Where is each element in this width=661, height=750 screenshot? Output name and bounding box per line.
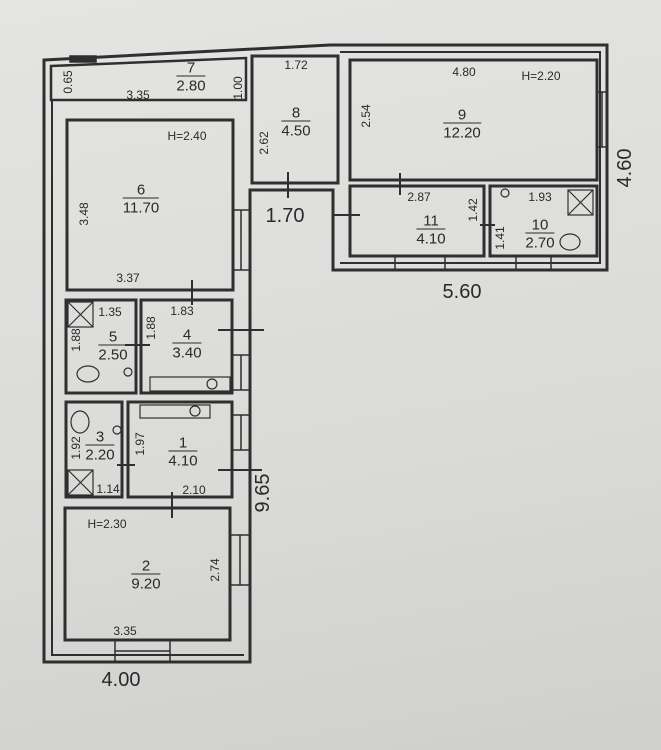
dimension: 1.14 <box>96 482 120 496</box>
dimension: 1.92 <box>69 436 83 460</box>
overall-height-right: 4.60 <box>614 148 636 188</box>
dimension: 1.41 <box>493 226 507 250</box>
room-number: 8 <box>291 104 301 122</box>
room-number: 9 <box>457 106 467 124</box>
overall-width-right: 5.60 <box>442 281 482 303</box>
room-area: 9.20 <box>131 573 161 593</box>
room-number: 10 <box>531 216 549 234</box>
room-area: 4.10 <box>168 450 198 470</box>
room-number: 7 <box>186 59 196 77</box>
window-marks <box>69 55 608 663</box>
dimension: 2.87 <box>407 190 431 204</box>
dimension: 2.54 <box>359 104 373 128</box>
overall-height-left: 9.65 <box>252 473 274 513</box>
room-number: 4 <box>182 326 192 344</box>
room-area: 2.80 <box>176 75 206 95</box>
dimension: H=2.20 <box>521 69 561 83</box>
dimension: H=2.40 <box>167 129 207 143</box>
room-number: 5 <box>108 328 118 346</box>
dimension: 1.42 <box>466 198 480 222</box>
room-area: 2.50 <box>98 344 128 364</box>
dimension: 3.35 <box>126 88 150 102</box>
room-area: 4.50 <box>281 120 311 140</box>
dimension: 0.65 <box>61 70 75 94</box>
overall-width-left: 4.00 <box>101 669 141 691</box>
room-area: 3.40 <box>172 342 202 362</box>
dimension: 3.37 <box>116 271 140 285</box>
room-number: 11 <box>423 212 439 230</box>
room-area: 2.70 <box>525 232 555 252</box>
dimension: 1.88 <box>144 316 158 340</box>
dimension: 4.80 <box>452 65 476 79</box>
dimension: 2.10 <box>182 483 206 497</box>
dimension: 3.35 <box>113 624 137 638</box>
dimension: 1.97 <box>133 432 147 456</box>
dimension: H=2.30 <box>87 517 127 531</box>
dimension: 3.48 <box>77 202 91 226</box>
dimension: 1.00 <box>231 76 245 100</box>
hall-dimension: 1.70 <box>265 205 305 227</box>
room-number: 6 <box>136 181 146 199</box>
room-area: 4.10 <box>416 228 446 248</box>
dimension: 1.93 <box>528 190 552 204</box>
room-number: 3 <box>95 428 105 446</box>
dimension: 1.88 <box>69 328 83 352</box>
room-area: 12.20 <box>443 122 481 142</box>
room-area: 11.70 <box>122 197 160 217</box>
dimension: 2.74 <box>208 558 222 582</box>
dimension: 2.62 <box>257 131 271 155</box>
dimension: 1.72 <box>284 58 308 72</box>
room-area: 2.20 <box>85 444 115 464</box>
dimension: 1.83 <box>170 304 194 318</box>
room-number: 2 <box>141 557 151 575</box>
dimension: 1.35 <box>98 305 122 319</box>
room-number: 1 <box>178 434 188 452</box>
